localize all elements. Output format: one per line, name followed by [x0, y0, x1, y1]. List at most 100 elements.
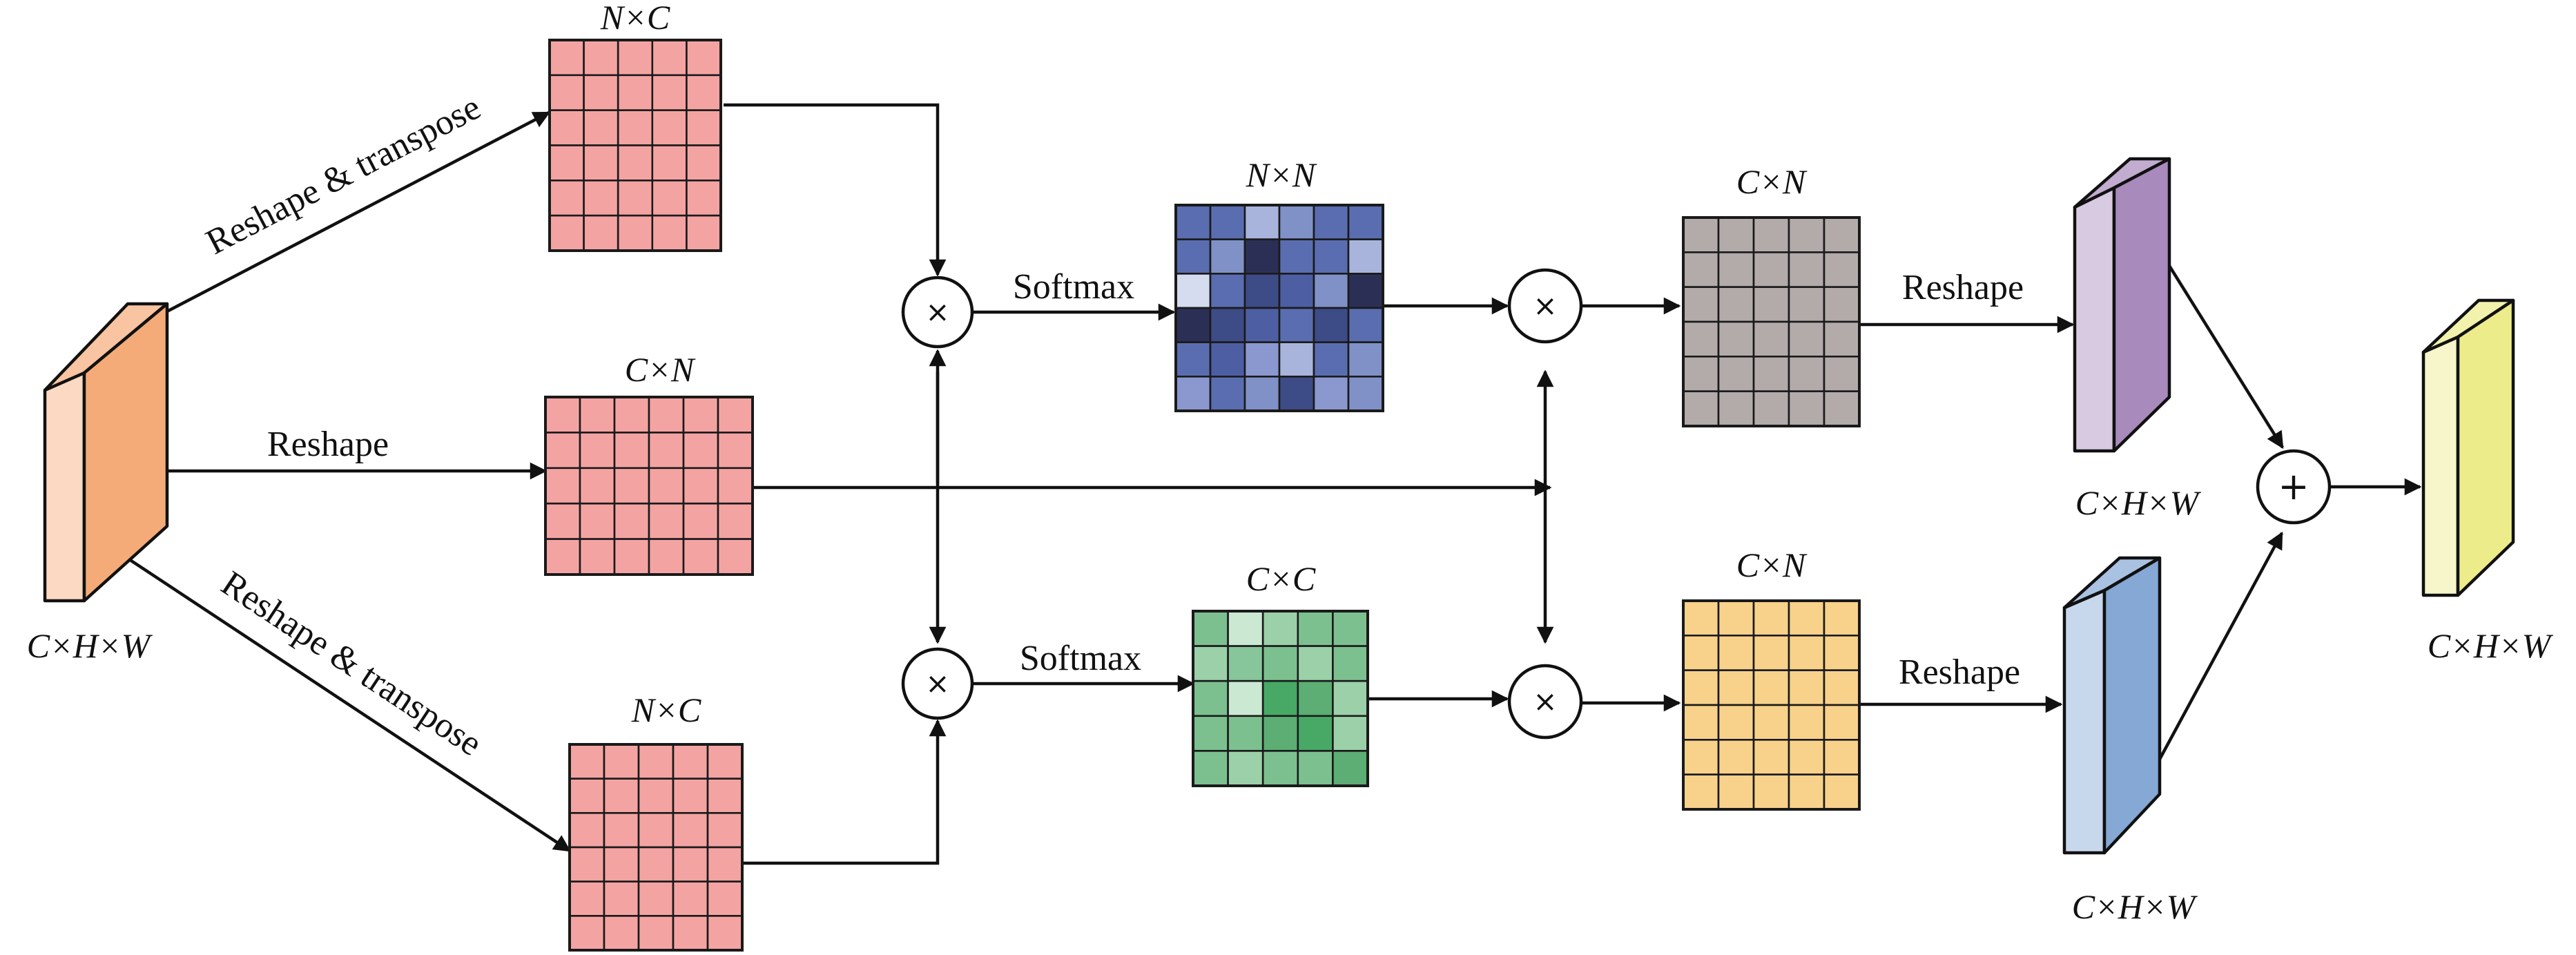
matrix-cell: [613, 538, 650, 576]
matrix-cell: [1788, 251, 1826, 288]
matrix-cell: [1717, 635, 1755, 671]
matrix-cell: [1174, 238, 1212, 275]
matrix-cell: [1174, 376, 1212, 412]
matrix-cell: [1174, 307, 1212, 343]
matrix-cell: [613, 467, 650, 505]
matrix-cell: [583, 214, 619, 252]
matrix-cell: [1823, 390, 1861, 427]
matrix-cell: [548, 144, 585, 182]
matrix-cell: [603, 846, 640, 882]
matrix-cell: [672, 880, 709, 917]
add-symbol: +: [2278, 465, 2309, 508]
matrix-cell: [1209, 273, 1246, 309]
matrix-border: [1682, 216, 1861, 427]
matrix-cell: [617, 109, 654, 146]
edge-value-to-multiply-bottom: [742, 719, 947, 865]
matrix-cell: [1261, 610, 1299, 647]
matrix-cell: [1227, 610, 1264, 647]
matrix-cell: [1788, 320, 1826, 358]
matrix-cell: [1788, 773, 1826, 811]
matrix-cell: [613, 396, 650, 434]
matrix-cell: [1752, 216, 1790, 253]
input-feature-front: [43, 371, 86, 603]
matrix-cell: [1823, 356, 1861, 392]
matrix-cell: [1347, 238, 1384, 275]
matrix-cell: [648, 396, 685, 434]
matrix-cell: [717, 396, 754, 434]
matrix-cell: [1297, 610, 1334, 647]
matrix-cell: [568, 846, 606, 882]
position-feature-box: [2073, 157, 2171, 453]
matrix-cell: [682, 538, 719, 576]
matrix-cell: [686, 39, 722, 77]
matrix-cell: [672, 778, 709, 814]
matrix-cell: [1788, 286, 1826, 323]
matrix-cell: [617, 180, 654, 217]
matrix-cell: [1347, 273, 1384, 309]
key-dims-label: C×N: [625, 350, 696, 389]
multiply-node-top: ×: [901, 276, 974, 349]
matrix-cell: [1752, 286, 1790, 323]
matrix-cell: [1227, 679, 1264, 717]
matrix-cell: [1347, 307, 1384, 343]
matrix-cell: [1717, 599, 1755, 637]
matrix-cell: [648, 432, 685, 470]
edge-input-to-query: [164, 111, 551, 313]
matrix-cell: [682, 396, 719, 434]
matrix-cell: [1313, 238, 1350, 275]
matrix-cell: [1752, 390, 1790, 427]
matrix-cell: [548, 39, 585, 77]
position-output-dims-label: C×N: [1736, 162, 1808, 201]
matrix-cell: [1209, 341, 1246, 378]
matrix-cell: [717, 432, 754, 470]
matrix-cell: [1347, 204, 1384, 240]
channel-feature-side: [2102, 556, 2162, 855]
matrix-cell: [548, 180, 585, 217]
matrix-cell: [1717, 704, 1755, 741]
matrix-cell: [544, 432, 581, 470]
matrix-cell: [706, 880, 744, 917]
matrix-cell: [1788, 599, 1826, 637]
matrix-cell: [1752, 739, 1790, 775]
matrix-cell: [706, 846, 744, 882]
matrix-cell: [1278, 273, 1315, 309]
matrix-cell: [579, 467, 616, 505]
matrix-cell: [1227, 645, 1264, 682]
matrix-cell: [1332, 750, 1369, 787]
matrix-cell: [603, 812, 640, 849]
query-dims-label: N×C: [600, 0, 670, 37]
matrix-cell: [568, 915, 606, 952]
matrix-cell: [1174, 204, 1212, 240]
matrix-cell: [651, 214, 688, 252]
matrix-cell: [637, 880, 675, 917]
edge-label-reshape-position: Reshape: [1902, 268, 2024, 307]
matrix-cell: [686, 74, 722, 111]
multiply-node-right-bottom-circle: [1507, 664, 1583, 740]
matrix-cell: [544, 502, 581, 540]
matrix-cell: [1209, 307, 1246, 343]
matrix-cell: [1823, 286, 1861, 323]
matrix-cell: [1752, 704, 1790, 741]
edge-channel-feature-to-add: [2156, 531, 2283, 764]
edge-label-reshape-transpose-bottom: Reshape & transpose: [214, 563, 489, 764]
matrix-cell: [651, 74, 688, 111]
matrix-cell: [603, 778, 640, 814]
matrix-cell: [1682, 773, 1720, 811]
matrix-cell: [637, 743, 675, 780]
matrix-border: [1174, 204, 1384, 412]
multiply-symbol: ×: [1533, 684, 1557, 718]
matrix-cell: [617, 214, 654, 252]
matrix-cell: [686, 144, 722, 182]
matrix-cell: [686, 180, 722, 217]
matrix-cell: [1717, 286, 1755, 323]
output-feature-side: [2456, 298, 2515, 597]
nodes: × × × × +: [43, 39, 2515, 952]
matrix-cell: [1682, 599, 1720, 637]
matrix-cell: [1297, 750, 1334, 787]
matrix-cell: [603, 743, 640, 780]
matrix-cell: [1752, 669, 1790, 706]
matrix-cell: [1682, 739, 1720, 775]
matrix-cell: [1278, 341, 1315, 378]
matrix-cell: [1192, 750, 1229, 787]
